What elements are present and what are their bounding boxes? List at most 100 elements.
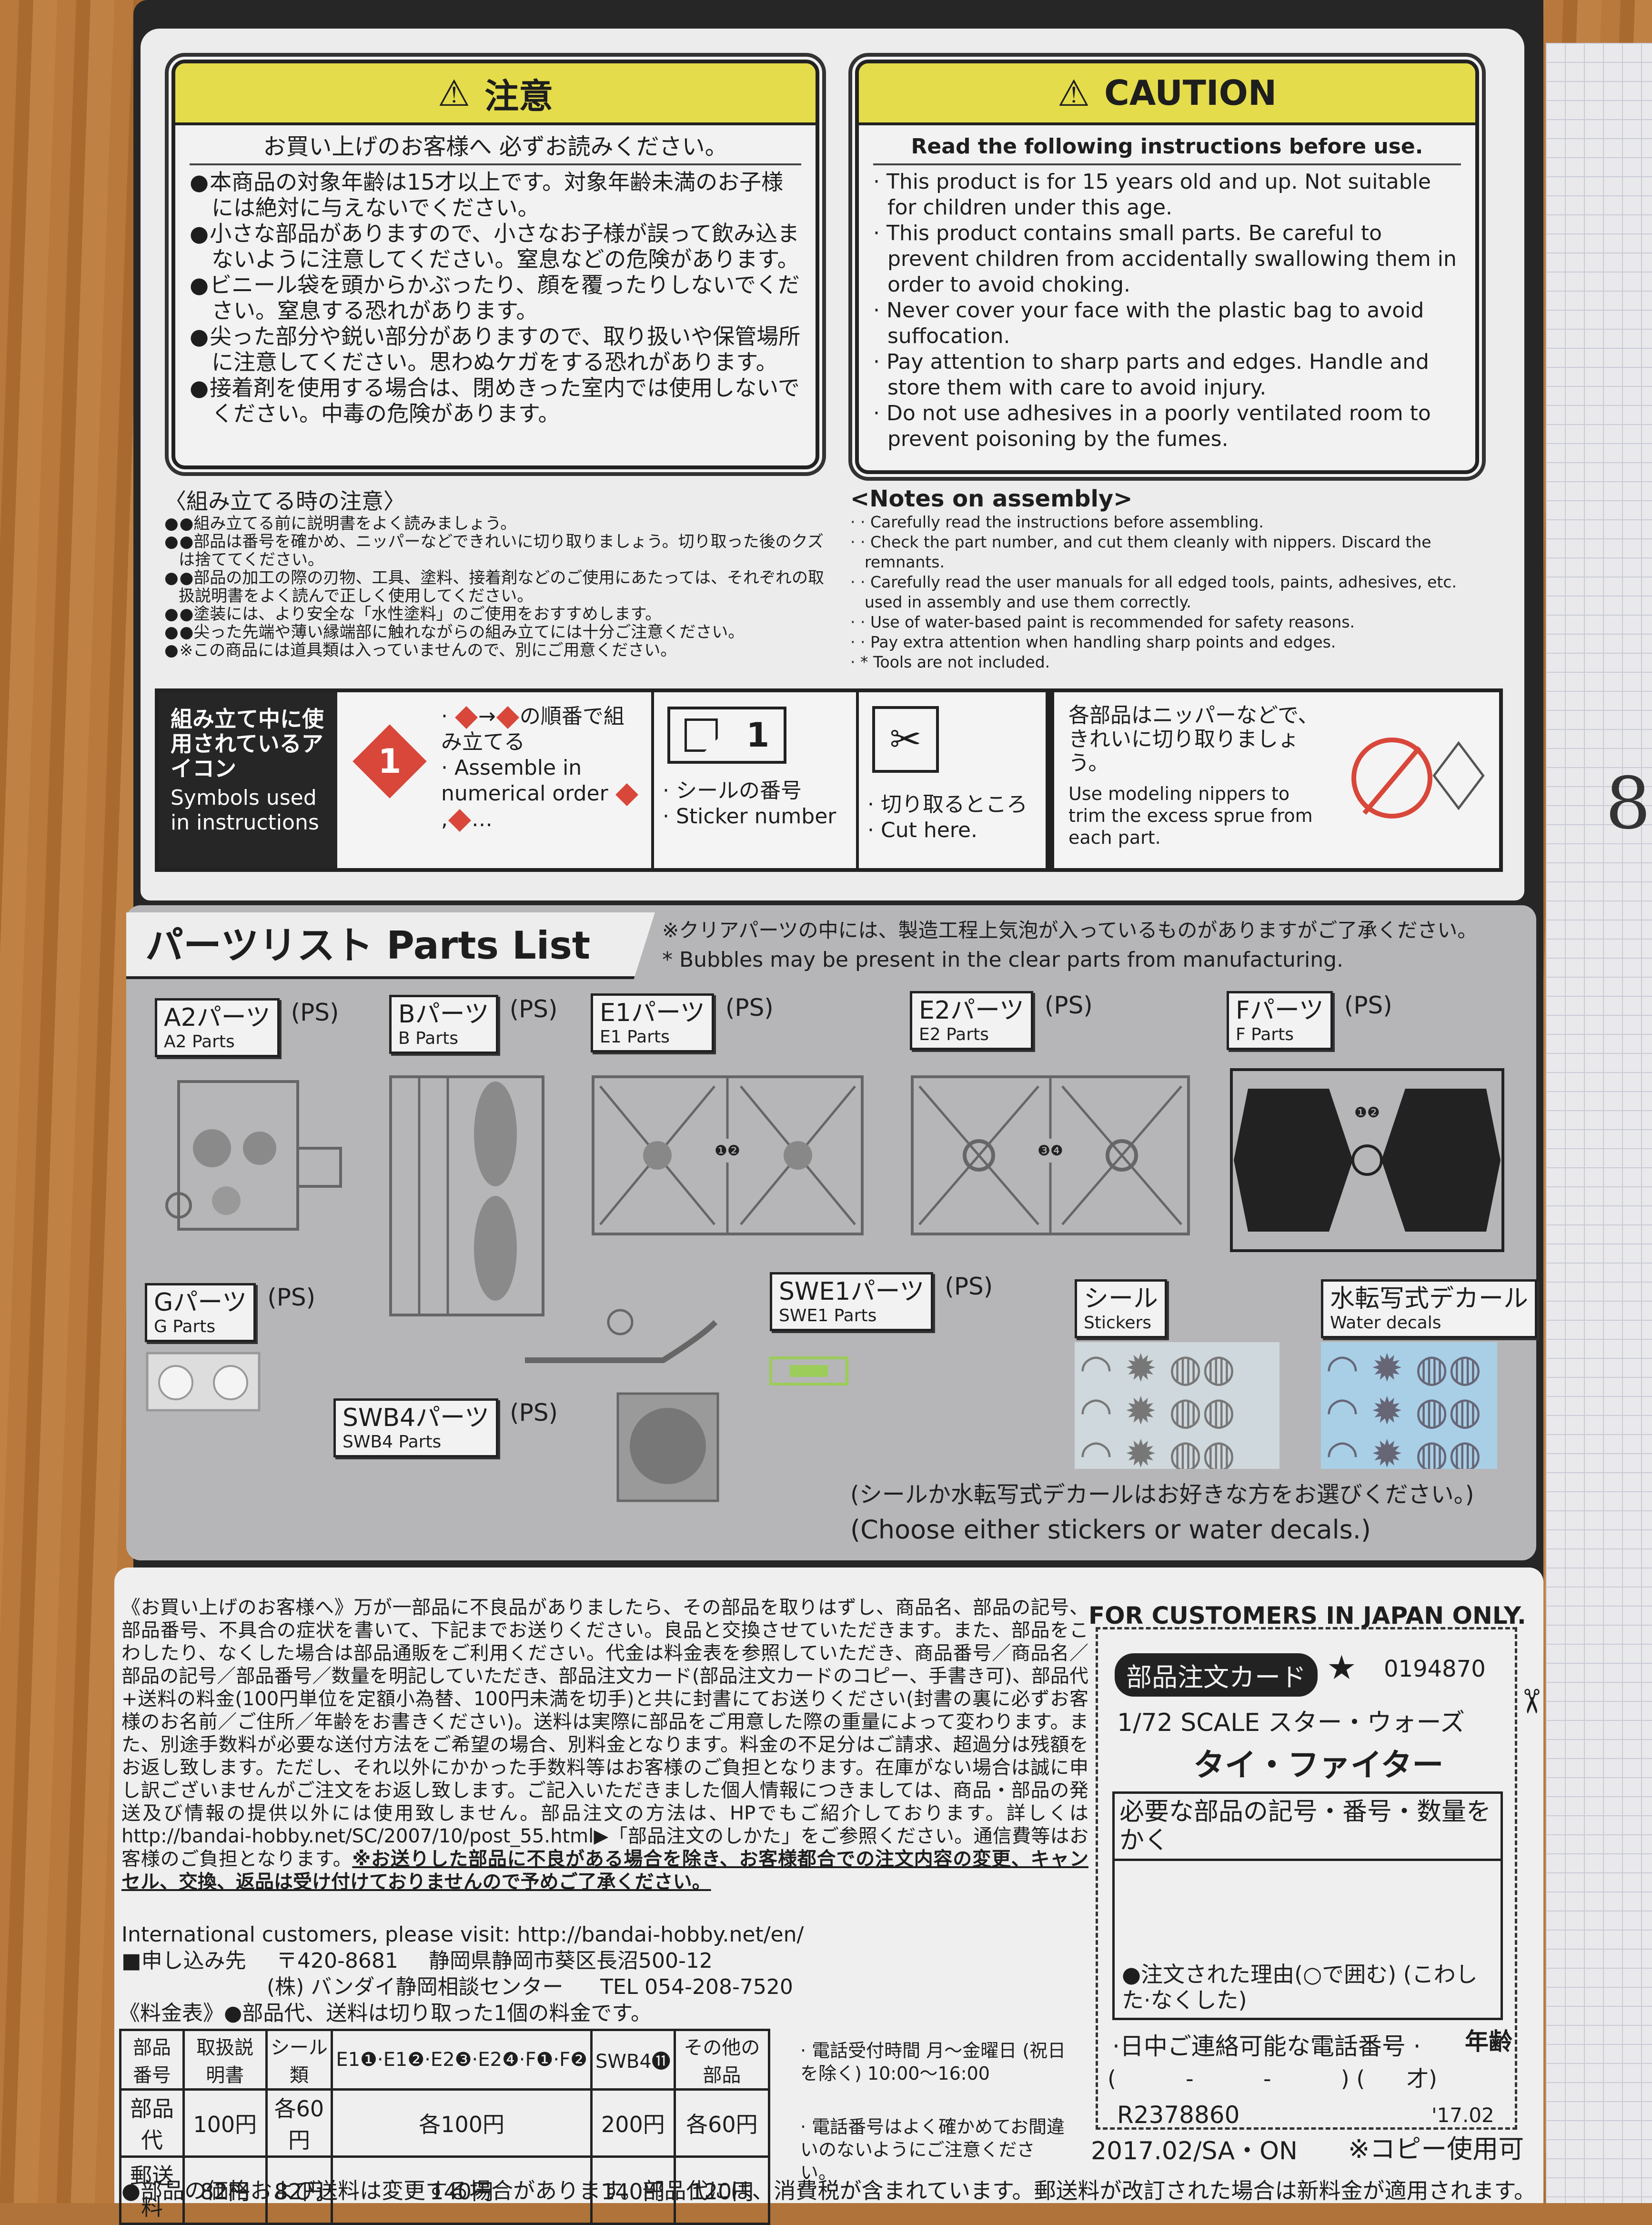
table-cell: 100円: [182, 2088, 268, 2158]
caution-jp-item: 接着剤を使用する場合は、閉めきった室内では使用しないでください。中毒の危険があり…: [190, 375, 801, 426]
parts-entry-box[interactable]: 必要な部品の記号・番号・数量をかく ●注文された理由(○で囲む) (こわした·な…: [1112, 1791, 1503, 2020]
sprue-label-jp: E1パーツ: [600, 999, 705, 1027]
price-table-heading: 《料金表》●部品代、送料は切り取った1個の料金です。: [119, 2001, 652, 2025]
assembly-note-jp: ●組み立てる前に説明書をよく読みましょう。: [164, 515, 831, 533]
sprue-a2-drawing: [165, 1080, 342, 1231]
assembly-note-jp: ●塗装には、より安全な「水性塗料」のご使用をおすすめします。: [164, 605, 831, 623]
assembly-note-en: · Pay extra attention when handling shar…: [850, 632, 1493, 652]
material-label: (PS): [291, 999, 339, 1026]
phone-age-blank[interactable]: ( - - ) ( 才): [1108, 2066, 1437, 2092]
material-label: (PS): [1344, 991, 1392, 1019]
table-row: 部品代 100円 各60円 各100円 200円 各60円: [119, 2088, 771, 2158]
order-reason: ●注文された理由(○で囲む) (こわした·なくした): [1122, 1962, 1478, 2013]
symbols-header-en: Symbols used in instructions: [171, 786, 319, 835]
table-header: E1❶·E1❷·E2❸·E2❹·F❶·F❷: [331, 2029, 593, 2091]
caution-en-item: This product contains small parts. Be ca…: [873, 221, 1461, 298]
material-label: (PS): [510, 1399, 558, 1426]
material-label: (PS): [509, 995, 558, 1023]
sprue-e2-drawing: ❸❹: [911, 1075, 1190, 1235]
cut-here-en: · Cut here.: [867, 818, 977, 842]
address: 静岡県静岡市葵区長沼500-12: [429, 1949, 713, 1973]
sprue-label-en: A2 Parts: [164, 1032, 235, 1052]
assembly-note-en: * Tools are not included.: [850, 652, 1493, 672]
sprue-swb4-runner-drawing: [525, 1309, 718, 1363]
warning-triangle-icon: ⚠: [1057, 71, 1090, 114]
assembly-note-en: · Carefully read the user manuals for al…: [850, 572, 1493, 612]
table-header: シール類: [265, 2029, 333, 2091]
material-label: (PS): [945, 1273, 993, 1300]
print-code: 2017.02/SA・ON: [1091, 2137, 1298, 2165]
step-order-jp-text: の順番で組み立てる: [441, 704, 625, 754]
phone-hours: · 電話受付時間 月〜金曜日 (祝日を除く) 10:00〜16:00: [800, 2040, 1066, 2084]
caution-en-box: ⚠CAUTION Read the following instructions…: [852, 57, 1482, 477]
price-change-footer: ●部品の価格および送料は変更する場合があります。部品代には、消費税が含まれていま…: [121, 2178, 1536, 2204]
order-card-title: 部品注文カード: [1115, 1653, 1318, 1697]
choose-note-jp: (シールか水転写式デカールはお好きな方をお選びください。): [850, 1481, 1474, 1508]
sprue-label-en: G Parts: [154, 1317, 216, 1336]
step-1-diamond-icon: [615, 783, 638, 807]
stickers-label-en: Stickers: [1084, 1313, 1152, 1333]
prohibited-twist-icon: [1351, 738, 1432, 819]
stickers-label-jp: シール: [1084, 1284, 1158, 1313]
sprue-label-en: E1 Parts: [600, 1027, 670, 1047]
sprue-label-en: F Parts: [1236, 1025, 1294, 1044]
sprue-label-jp: Fパーツ: [1236, 996, 1324, 1025]
table-cell: 200円: [590, 2088, 676, 2158]
sprue-label-en: SWB4 Parts: [342, 1432, 442, 1452]
caution-jp-subtitle: お買い上げのお客様へ 必ずお読みください。: [190, 133, 801, 165]
sprue-g-drawing: [146, 1352, 261, 1412]
sprue-label-jp: Gパーツ: [154, 1288, 247, 1317]
symbols-header: 組み立て中に使用されているアイコン Symbols used in instru…: [159, 692, 337, 868]
step-order-en-text: Assemble in numerical order: [441, 756, 608, 806]
postal-code: 〒420-8681: [276, 1949, 398, 1973]
sprue-b-drawing: [389, 1075, 544, 1316]
company-name: (株) バンダイ静岡相談センター: [267, 1975, 564, 1999]
caution-jp-item: ビニール袋を頭からかぶったり、顔を覆ったりしないでください。窒息する恐れがありま…: [190, 272, 801, 324]
assembly-note-jp: ※この商品には道具類は入っていませんので、別にご用意ください。: [164, 641, 831, 659]
assembly-note-jp: ●部品は番号を確かめ、ニッパーなどできれいに切り取りましょう。切り取った後のクズ…: [164, 533, 831, 569]
caution-en-item: Pay attention to sharp parts and edges. …: [873, 349, 1461, 401]
sprue-label-en: E2 Parts: [919, 1025, 989, 1044]
phone-label: ·日中ご連絡可能な電話番号 ·: [1112, 2033, 1421, 2060]
product-scale: 1/72 SCALE スター・ウォーズ: [1117, 1709, 1465, 1737]
material-label: (PS): [1044, 991, 1093, 1019]
product-name: タイ・ファイター: [1193, 1747, 1444, 1783]
assembly-notes-en-title: <Notes on assembly>: [850, 485, 1133, 512]
customer-service-text: 《お買い上げのお客様へ》万が一部品に不良品がありましたら、その部品を取りはずし、…: [121, 1596, 1088, 1893]
assembly-note-en: · Use of water-based paint is recommende…: [850, 612, 1493, 632]
sprue-swb4-drawing: [616, 1392, 719, 1502]
caution-jp-item: 本商品の対象年齢は15才以上です。対象年齢未満のお子様には絶対に与えないでくださ…: [190, 169, 801, 221]
comma: ,: [441, 807, 448, 831]
step-number: 1: [378, 742, 402, 781]
decals-label-jp: 水転写式デカール: [1330, 1284, 1529, 1313]
table-header: SWB4⓫: [590, 2029, 676, 2091]
caution-jp-item: 小さな部品がありますので、小さなお子様が誤って飲み込まないように注意してください…: [190, 221, 801, 272]
clean-part-icon: [1432, 741, 1485, 810]
parts-note-jp: ※クリアパーツの中には、製造工程上気泡が入っているものがありますがご了承ください…: [662, 919, 1478, 942]
cut-here-jp: · 切り取るところ: [867, 792, 1027, 817]
adjacent-page: [1546, 43, 1652, 2203]
symbol-cut-here: ✂ · 切り取るところ · Cut here.: [859, 692, 1054, 868]
caution-en-item: Do not use adhesives in a poorly ventila…: [873, 401, 1461, 452]
sprue-part-numbers: ❶❷: [1354, 1104, 1380, 1121]
assembly-notes-jp: 〈組み立てる時の注意〉 ●組み立てる前に説明書をよく読みましょう。 ●部品は番号…: [164, 488, 831, 659]
table-header: 部品番号: [119, 2029, 185, 2091]
sprue-e1-drawing: ❶❷: [592, 1075, 864, 1235]
sprue-label-jp: E2パーツ: [919, 996, 1024, 1025]
scissors-icon[interactable]: ✂: [1511, 1687, 1551, 1716]
international-link[interactable]: International customers, please visit: h…: [121, 1922, 804, 1947]
sticker-fold-icon: [684, 718, 718, 752]
parts-order-card: 部品注文カード ★ 0194870 ✂ 1/72 SCALE スター・ウォーズ …: [1096, 1627, 1551, 2130]
choose-note-en: (Choose either stickers or water decals.…: [850, 1515, 1371, 1545]
